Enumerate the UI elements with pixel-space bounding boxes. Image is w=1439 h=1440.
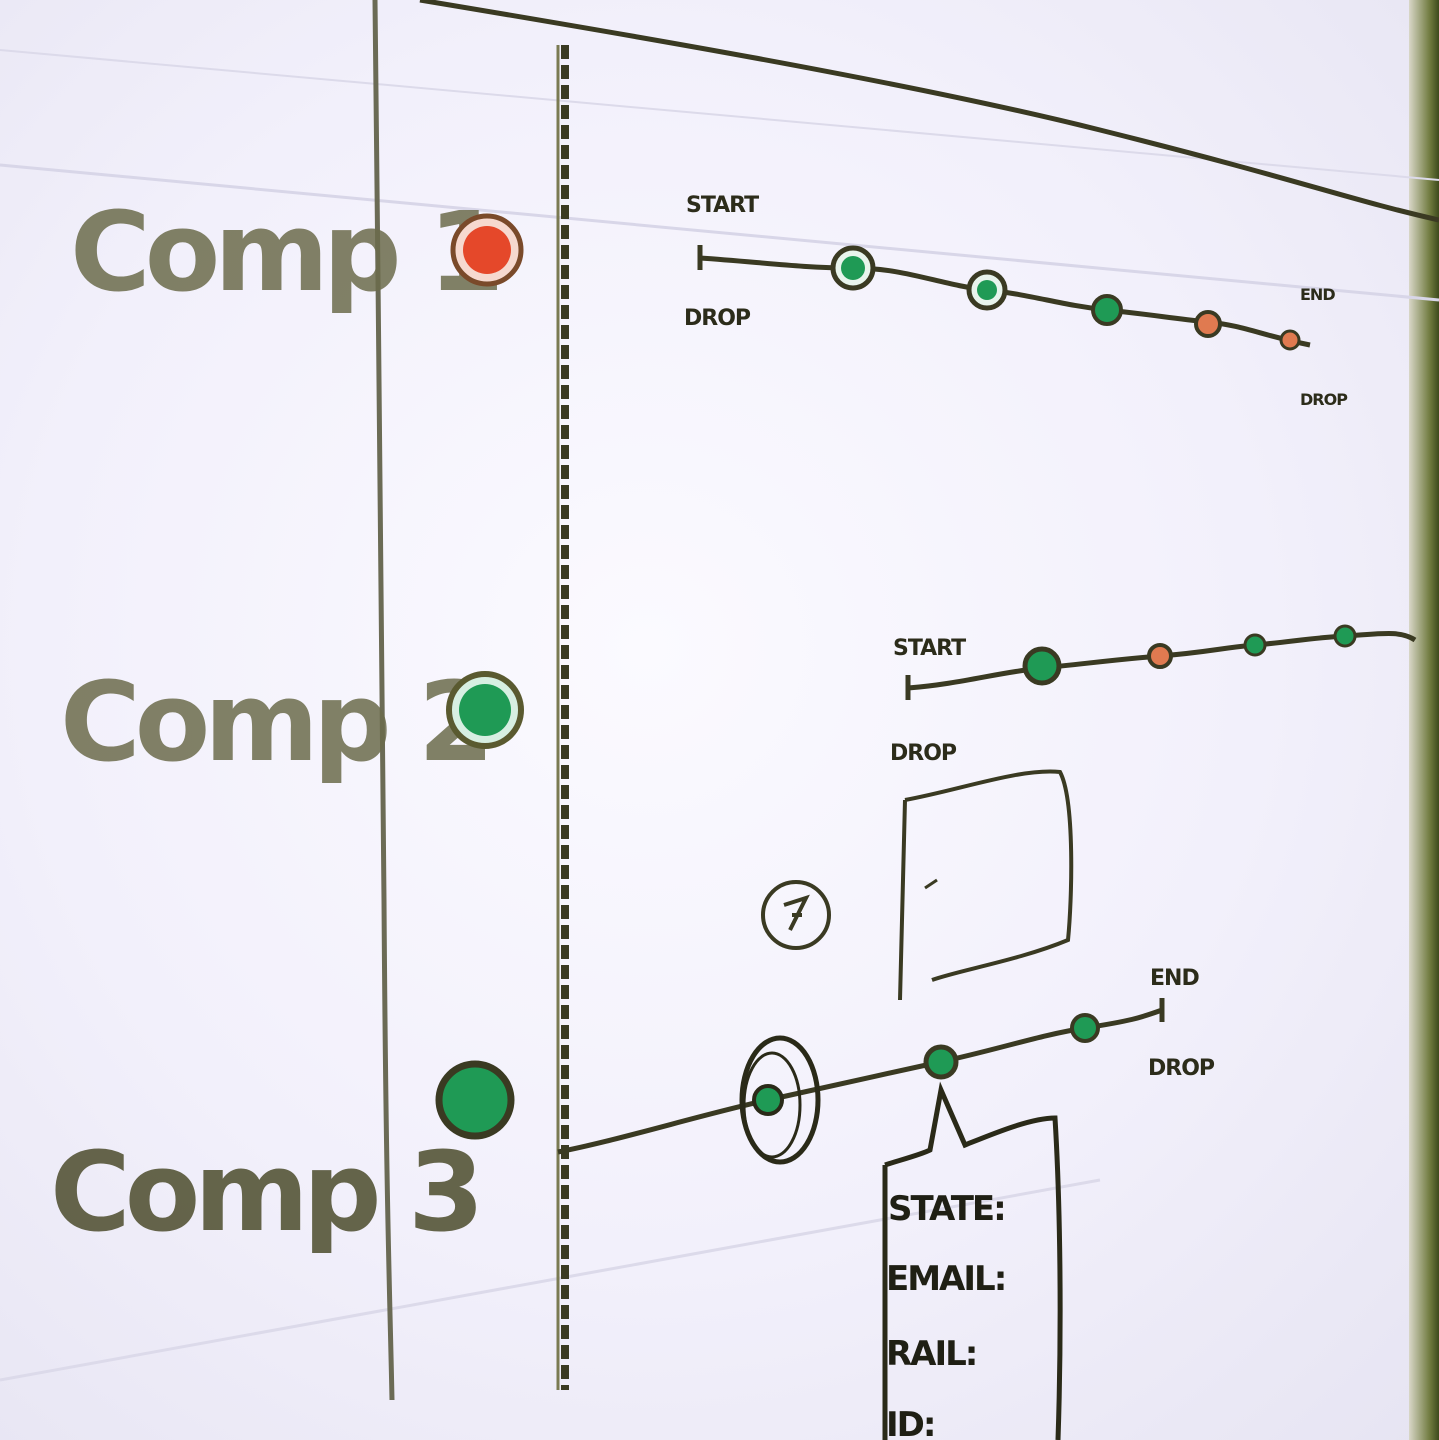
timeline-2-milestone [1333, 624, 1357, 648]
timeline-1-drop-label: DROP [684, 306, 751, 331]
timeline-1-milestone [966, 269, 1008, 311]
details-field-email: EMAIL: [886, 1259, 1005, 1299]
component-label-2: Comp 2 [60, 658, 489, 786]
column-divider [372, 0, 395, 1401]
details-field-rail: RAIL: [886, 1334, 976, 1374]
timeline-2-milestone [1243, 633, 1267, 657]
timeline-3-milestone [1070, 1013, 1100, 1043]
timeline-1-start-label: START [686, 193, 759, 218]
timeline-1-end-label: END [1300, 285, 1335, 304]
timeline-2-start-label: START [893, 636, 966, 661]
status-dot-comp-1 [450, 213, 524, 287]
timeline-1-milestone [830, 245, 876, 291]
timeline-1-milestone [1279, 329, 1301, 351]
circled-a-icon [761, 880, 831, 950]
timeline-1-milestone [1194, 310, 1222, 338]
ghost-line [0, 163, 1439, 302]
timeline-2-milestone [1022, 646, 1062, 686]
timeline-3-drop-label: DROP [1148, 1056, 1215, 1081]
timeline-3-selected-milestone [923, 1044, 959, 1080]
status-dot-comp-3 [435, 1060, 515, 1140]
component-label-3: Comp 3 [50, 1128, 479, 1256]
timeline-2-milestone [1147, 643, 1173, 669]
timeline-2-drop-label: DROP [890, 741, 957, 766]
timeline-3-end-label: END [1150, 966, 1199, 991]
timeline-2-box [898, 769, 1074, 1001]
header-divider [419, 0, 1439, 223]
box-mark [924, 878, 938, 890]
status-dot-comp-2 [446, 671, 524, 749]
ghost-line [0, 49, 1439, 181]
timeline-1-milestone [1091, 294, 1123, 326]
component-label-1: Comp 1 [70, 188, 499, 316]
timeline-3-current-milestone [739, 1035, 821, 1165]
timeline-1-drop-label-end: DROP [1300, 390, 1348, 409]
whiteboard-frame [1409, 0, 1439, 1440]
details-field-id: ID: [886, 1405, 934, 1440]
details-card [882, 1081, 1063, 1440]
ghost-line [0, 1178, 1101, 1382]
details-field-state: STATE: [888, 1189, 1005, 1229]
